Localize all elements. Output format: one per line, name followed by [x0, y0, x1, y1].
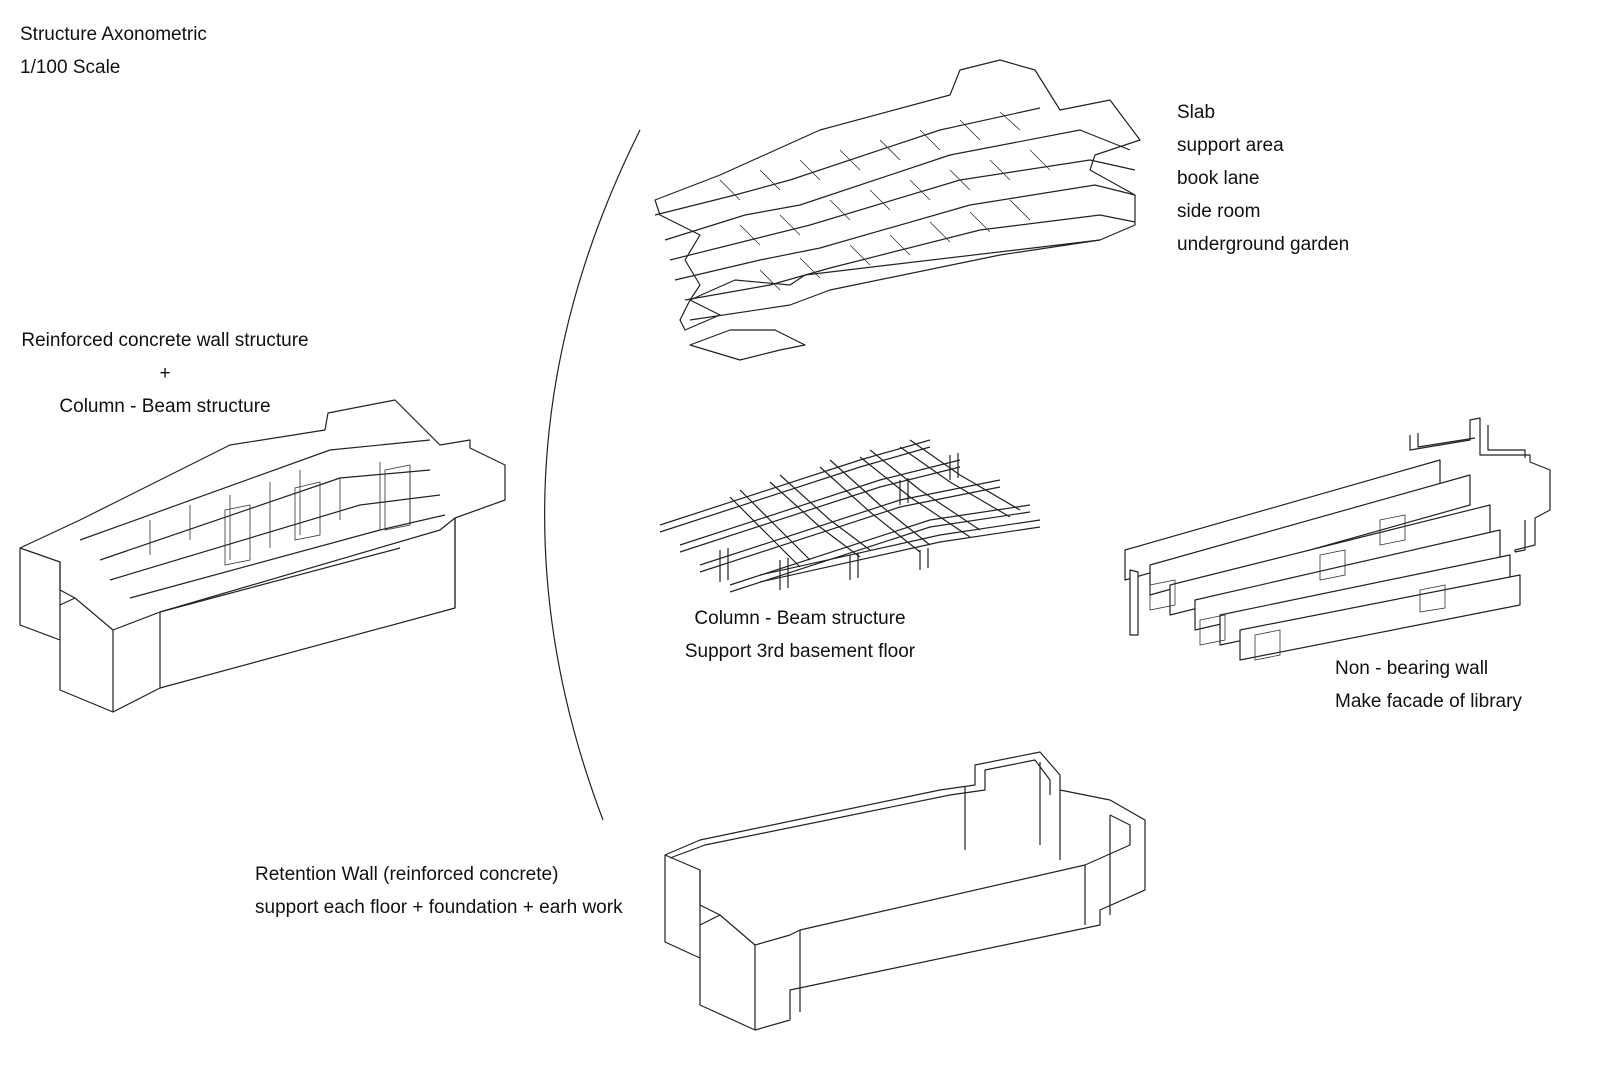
non-bearing-line-1: Non - bearing wall [1335, 658, 1489, 679]
separator-arc [544, 129, 641, 821]
scale-label: 1/100 Scale [20, 57, 121, 78]
slab-item-2: support area [1177, 135, 1284, 156]
non-bearing-wall-drawing [1124, 417, 1551, 661]
slab-item-1: Slab [1177, 102, 1216, 123]
combined-line-3: Column - Beam structure [59, 396, 271, 417]
column-beam-drawing [659, 439, 1041, 593]
combined-structure-label: Reinforced concrete wall structure + Col… [20, 324, 310, 423]
combined-line-1: Reinforced concrete wall structure [21, 330, 309, 351]
header-block: Structure Axonometric 1/100 Scale [20, 18, 207, 84]
non-bearing-label: Non - bearing wall Make facade of librar… [1335, 652, 1522, 718]
slab-label: Slab support area book lane side room un… [1177, 96, 1349, 261]
slab-stack-drawing [654, 59, 1141, 361]
column-beam-line-2: Support 3rd basement floor [684, 641, 916, 662]
combined-line-2: + [159, 363, 171, 384]
retention-wall-drawing [664, 751, 1146, 1031]
slab-item-3: book lane [1177, 168, 1260, 189]
page-title: Structure Axonometric [20, 24, 207, 45]
column-beam-label: Column - Beam structure Support 3rd base… [680, 602, 920, 668]
combined-structure-drawing [19, 399, 506, 713]
non-bearing-line-2: Make facade of library [1335, 691, 1522, 712]
retention-line-1: Retention Wall (reinforced concrete) [255, 864, 559, 885]
slab-item-5: underground garden [1177, 234, 1350, 255]
slab-item-4: side room [1177, 201, 1261, 222]
retention-label: Retention Wall (reinforced concrete) sup… [255, 858, 623, 924]
retention-line-2: support each floor + foundation + earh w… [255, 897, 623, 918]
column-beam-line-1: Column - Beam structure [694, 608, 906, 629]
